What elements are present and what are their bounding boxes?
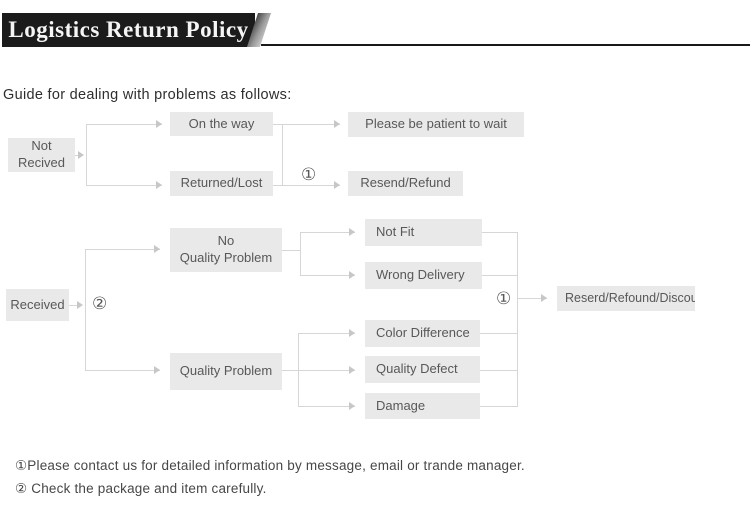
- connector-line: [282, 185, 340, 186]
- connector-line: [298, 333, 355, 334]
- connector-line: [273, 185, 282, 186]
- arrowhead-icon: [349, 228, 355, 236]
- connector-line: [273, 124, 282, 125]
- arrowhead-icon: [156, 120, 162, 128]
- connector-line: [480, 333, 517, 334]
- arrowhead-icon: [349, 402, 355, 410]
- circled-1-marker: ①: [496, 289, 512, 308]
- circled-2-marker: ②: [92, 294, 108, 313]
- node-damage: Damage: [365, 393, 480, 419]
- page-title: Logistics Return Policy: [8, 17, 249, 42]
- connector-line: [517, 298, 547, 299]
- footnote-1: ①Please contact us for detailed informat…: [15, 457, 525, 473]
- node-returned-lost: Returned/Lost: [170, 171, 273, 196]
- connector-line: [480, 370, 517, 371]
- arrowhead-icon: [78, 151, 84, 159]
- node-please-be-patient: Please be patient to wait: [348, 112, 524, 137]
- node-not-fit: Not Fit: [365, 219, 482, 246]
- connector-line: [282, 370, 298, 371]
- node-wrong-delivery: Wrong Delivery: [365, 262, 482, 289]
- arrowhead-icon: [154, 245, 160, 253]
- arrowhead-icon: [156, 181, 162, 189]
- connector-line: [85, 249, 160, 250]
- connector-line: [517, 232, 518, 407]
- circled-1-marker: ①: [301, 165, 317, 184]
- connector-line: [300, 275, 355, 276]
- arrowhead-icon: [77, 301, 83, 309]
- footnote-2: ② Check the package and item carefully.: [15, 480, 267, 496]
- connector-line: [300, 232, 355, 233]
- connector-line: [482, 232, 517, 233]
- node-resend-refund: Resend/Refund: [348, 171, 463, 196]
- connector-line: [86, 185, 162, 186]
- connector-line: [85, 370, 160, 371]
- arrowhead-icon: [334, 181, 340, 189]
- node-quality-defect: Quality Defect: [365, 356, 480, 383]
- arrowhead-icon: [349, 271, 355, 279]
- connector-line: [282, 124, 283, 186]
- connector-line: [480, 406, 517, 407]
- arrowhead-icon: [349, 329, 355, 337]
- connector-line: [69, 305, 77, 306]
- arrowhead-icon: [541, 294, 547, 302]
- node-color-difference: Color Difference: [365, 320, 480, 347]
- arrowhead-icon: [349, 366, 355, 374]
- connector-line: [85, 249, 86, 371]
- connector-line: [298, 370, 355, 371]
- header-rule-line: [261, 44, 750, 46]
- arrowhead-icon: [334, 120, 340, 128]
- connector-line: [282, 124, 340, 125]
- connector-line: [300, 232, 301, 276]
- node-not-received: Not Recived: [8, 138, 75, 172]
- node-resend-refund-discount: Reserd/Refound/Discoun: [557, 286, 695, 311]
- title-banner: Logistics Return Policy: [2, 13, 255, 47]
- node-on-the-way: On the way: [170, 112, 273, 136]
- node-received: Received: [6, 289, 69, 321]
- connector-line: [86, 124, 87, 186]
- connector-line: [298, 406, 355, 407]
- node-quality-problem: Quality Problem: [170, 353, 282, 390]
- node-no-quality-problem: No Quality Problem: [170, 228, 282, 272]
- connector-line: [482, 275, 517, 276]
- connector-line: [282, 250, 300, 251]
- connector-line: [86, 124, 162, 125]
- arrowhead-icon: [154, 366, 160, 374]
- intro-text: Guide for dealing with problems as follo…: [3, 86, 292, 103]
